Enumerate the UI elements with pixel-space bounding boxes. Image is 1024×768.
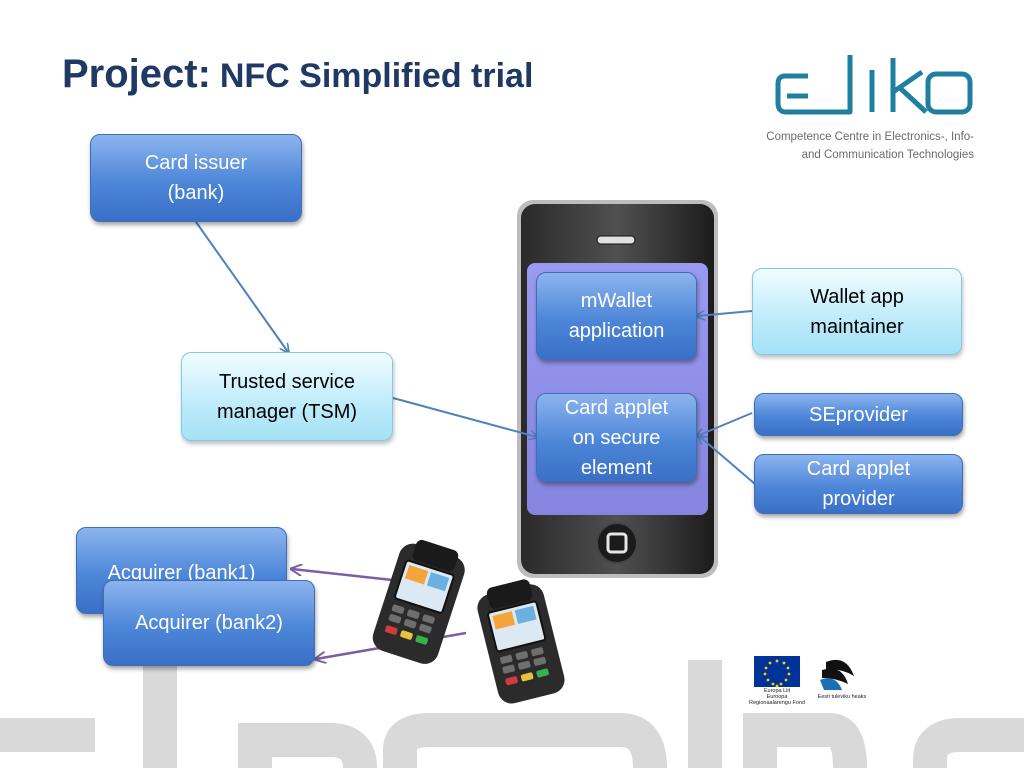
eu-caption: Europa Liit Euroopa Regionaalarengu Fond — [749, 688, 805, 706]
pos-terminal-2 — [477, 579, 565, 704]
title-main: NFC Simplified trial — [219, 57, 534, 95]
arrow-maintainer-to-wallet — [697, 310, 753, 316]
arrow-pos1-to-acquirer1 — [292, 569, 393, 582]
title-prefix: Project: — [62, 52, 211, 96]
eu-flag-icon — [754, 656, 800, 688]
page-title: Project: NFC Simplified trial — [62, 52, 533, 97]
wallet-maintainer-box: Wallet app maintainer — [752, 268, 962, 355]
seprovider-box: SEprovider — [754, 393, 963, 436]
estonia-caption: Eesti tuleviku heaks — [817, 694, 867, 700]
arrow-issuer-to-tsm — [195, 221, 288, 352]
card-applet-se-box: Card applet on secure element — [536, 393, 697, 482]
card-issuer-box: Card issuer (bank) — [90, 134, 302, 222]
card-applet-provider-box: Card applet provider — [754, 454, 963, 514]
tsm-box: Trusted service manager (TSM) — [181, 352, 393, 441]
arrow-tsm-to-applet — [392, 397, 537, 437]
home-button — [596, 522, 638, 564]
estonia-future-logo-icon — [820, 659, 854, 690]
arrow-applet-provider-to-applet — [699, 436, 756, 485]
arrow-seprovider-to-applet — [697, 412, 753, 436]
speaker-grille — [596, 235, 636, 245]
logo-subtitle: Competence Centre in Electronics-, Info-… — [766, 131, 974, 161]
pos-terminal-1 — [372, 539, 465, 664]
acquirer-bank2-box: Acquirer (bank2) — [103, 580, 315, 666]
mwallet-box: mWallet application — [536, 272, 697, 360]
